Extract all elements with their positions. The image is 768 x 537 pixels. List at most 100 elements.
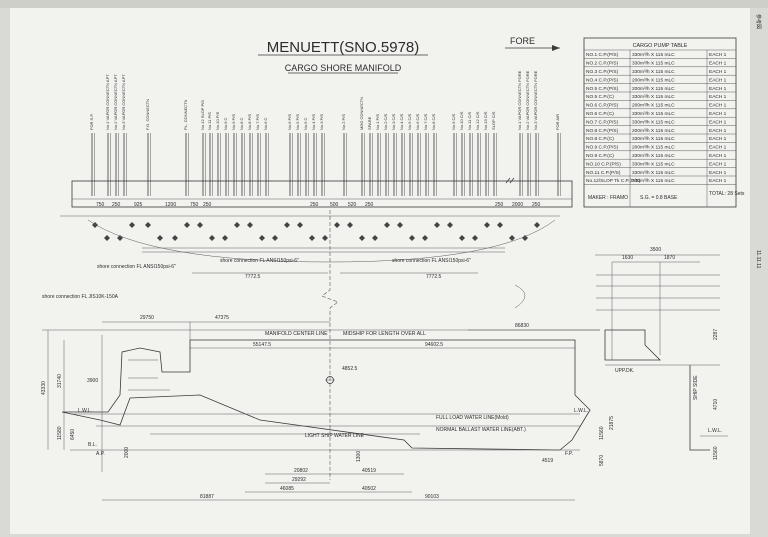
- dim-20802: 20802: [294, 468, 308, 474]
- flange-marker: [145, 222, 151, 228]
- pump-cell: EACH 1: [709, 94, 727, 100]
- ap-label: A.P.: [96, 451, 105, 457]
- valve-label: F.O. CONNECTN: [145, 99, 150, 130]
- lwl-fore: L.W.L.: [574, 408, 588, 414]
- flange-marker: [472, 235, 478, 241]
- pump-cell: NO.5 C.P.(C): [586, 94, 614, 100]
- valve-label: MDO CONNECTN: [359, 97, 364, 130]
- valve-label: SPARE: [367, 116, 372, 130]
- pump-cell: 330m³/h X 115 mLC: [632, 94, 675, 100]
- svg-text:925: 925: [134, 202, 143, 208]
- ship-profile: MANIFOLD CENTER LINE MIDSHIP FOR LENGTH …: [41, 315, 615, 501]
- svg-text:250: 250: [112, 202, 121, 208]
- dim-1630: 1630: [622, 255, 633, 261]
- section-view: 3500 1630 1870 UPP.DK. SHIP SIDE 2287 47…: [595, 247, 728, 460]
- valve-label: No.6 C/S: [415, 113, 420, 130]
- flange-marker: [322, 235, 328, 241]
- svg-text:750: 750: [96, 202, 105, 208]
- svg-text:1200: 1200: [165, 202, 176, 208]
- valve-label: No.2 C/S: [383, 113, 388, 130]
- valve-label: P.L. CONNECTN: [183, 100, 188, 130]
- flange-marker: [459, 235, 465, 241]
- valve-label: No.3 VAPOR CONNECTN FORE: [533, 70, 538, 130]
- pump-cell: 200m³/h X 115 mLC: [632, 103, 675, 109]
- valve-label: No.5 P/S: [295, 114, 300, 130]
- pump-cell: NO.9 C.P.(P/S): [586, 145, 619, 151]
- flange-marker: [497, 222, 503, 228]
- dim-3500: 3500: [650, 247, 661, 253]
- valve-label: No.5 C/S: [407, 113, 412, 130]
- pump-cell: EACH 1: [709, 178, 727, 184]
- pump-cell: EACH 1: [709, 111, 727, 117]
- dim-11560-section: 11560: [713, 446, 719, 460]
- flange-marker: [184, 222, 190, 228]
- dim-4519: 4519: [542, 458, 553, 464]
- dim-2287: 2287: [713, 329, 719, 340]
- fp-label: F.P.: [565, 451, 573, 457]
- pump-table-title: CARGO PUMP TABLE: [633, 43, 688, 49]
- dim-55147: 55147.5: [253, 342, 271, 348]
- pump-cell: NO.11 C.P.(P/S): [586, 170, 621, 176]
- valve-label: SLOP C/S: [491, 111, 496, 130]
- manifold-center-label: MANIFOLD CENTER LINE: [265, 331, 328, 337]
- flange-marker: [259, 235, 265, 241]
- dim-7772-right: 7772.5: [426, 274, 442, 280]
- flange-marker: [484, 222, 490, 228]
- pump-cell: 200m³/h X 115 mLC: [632, 77, 675, 83]
- drawing-title: MENUETT(SNO.5978): [267, 39, 420, 56]
- hull-outline: [61, 339, 591, 451]
- valve-label: No.2 VAPOR CONNECTN FORE: [525, 70, 530, 130]
- dim-11580: 11580: [57, 426, 63, 440]
- svg-text:250: 250: [365, 202, 374, 208]
- dim-47375: 47375: [215, 315, 229, 321]
- valve-label: No.9 C: [223, 117, 228, 130]
- flange-marker: [359, 235, 365, 241]
- valve-label: No.1 VAPOR CONNECTN APT: [105, 74, 110, 130]
- flange-marker: [284, 222, 290, 228]
- valve-label: No.1 VAPOR CONNECTN FORE: [517, 70, 522, 130]
- drawing-subtitle: CARGO SHORE MANIFOLD: [285, 63, 402, 73]
- flange-marker: [534, 222, 540, 228]
- pump-cell: NO.6 C.P.(P/S): [586, 103, 619, 109]
- paper: [10, 6, 750, 534]
- valve-label: No.7 C/S: [423, 113, 428, 130]
- svg-text:250: 250: [532, 202, 541, 208]
- pump-cell: EACH 1: [709, 86, 727, 92]
- pump-cell: EACH 1: [709, 103, 727, 109]
- valve-label: No.3 VAPOR CONNECTN APT: [121, 74, 126, 130]
- valve-label: No.11 C/S: [467, 112, 472, 130]
- pump-cell: 200m³/h X 115 mLC: [632, 178, 675, 184]
- shore-conn-right: shore connection FL ANSI150psi-6": [392, 258, 471, 264]
- flange-marker: [309, 235, 315, 241]
- flange-marker: [234, 222, 240, 228]
- dim-29292: 29292: [292, 477, 306, 483]
- dim-21875: 21875: [609, 416, 615, 430]
- bl-label: B.L.: [88, 442, 97, 448]
- pump-cell: EACH 1: [709, 119, 727, 125]
- flange-marker: [172, 235, 178, 241]
- valve-label: No.6 P/S: [287, 114, 292, 130]
- flange-marker: [157, 235, 163, 241]
- pump-cell: EACH 1: [709, 170, 727, 176]
- dim-43330: 43330: [41, 381, 47, 395]
- pump-cell: NO.9 C.P.(C): [586, 153, 614, 159]
- lwl-aft: L.W.L.: [78, 408, 92, 414]
- valve-label: No.9 C/S: [451, 113, 456, 130]
- side-note-date: 11.11.11: [755, 250, 761, 269]
- shore-conn-left: shore connection FL ANSI150psi-6": [97, 264, 176, 270]
- flange-marker: [422, 235, 428, 241]
- full-load-label: FULL LOAD WATER LINE(Mold): [436, 415, 509, 421]
- dim-1870: 1870: [664, 255, 675, 261]
- flange-marker: [434, 222, 440, 228]
- dim-11560: 11560: [599, 426, 605, 440]
- manifold-dim-row: 750 250 925 1200 750 250 250 500 520 250…: [96, 202, 541, 208]
- valve-label: No.6 C: [263, 117, 268, 130]
- valve-label: No.12 SLOP P/S: [200, 100, 205, 130]
- normal-ballast-label: NORMAL BALLAST WATER LINE(ABT.): [436, 427, 526, 433]
- pump-cell: EACH 1: [709, 128, 727, 134]
- dim-90103: 90103: [425, 494, 439, 500]
- pump-cell: EACH 1: [709, 145, 727, 151]
- valve-label: No.7 P/S: [255, 114, 260, 130]
